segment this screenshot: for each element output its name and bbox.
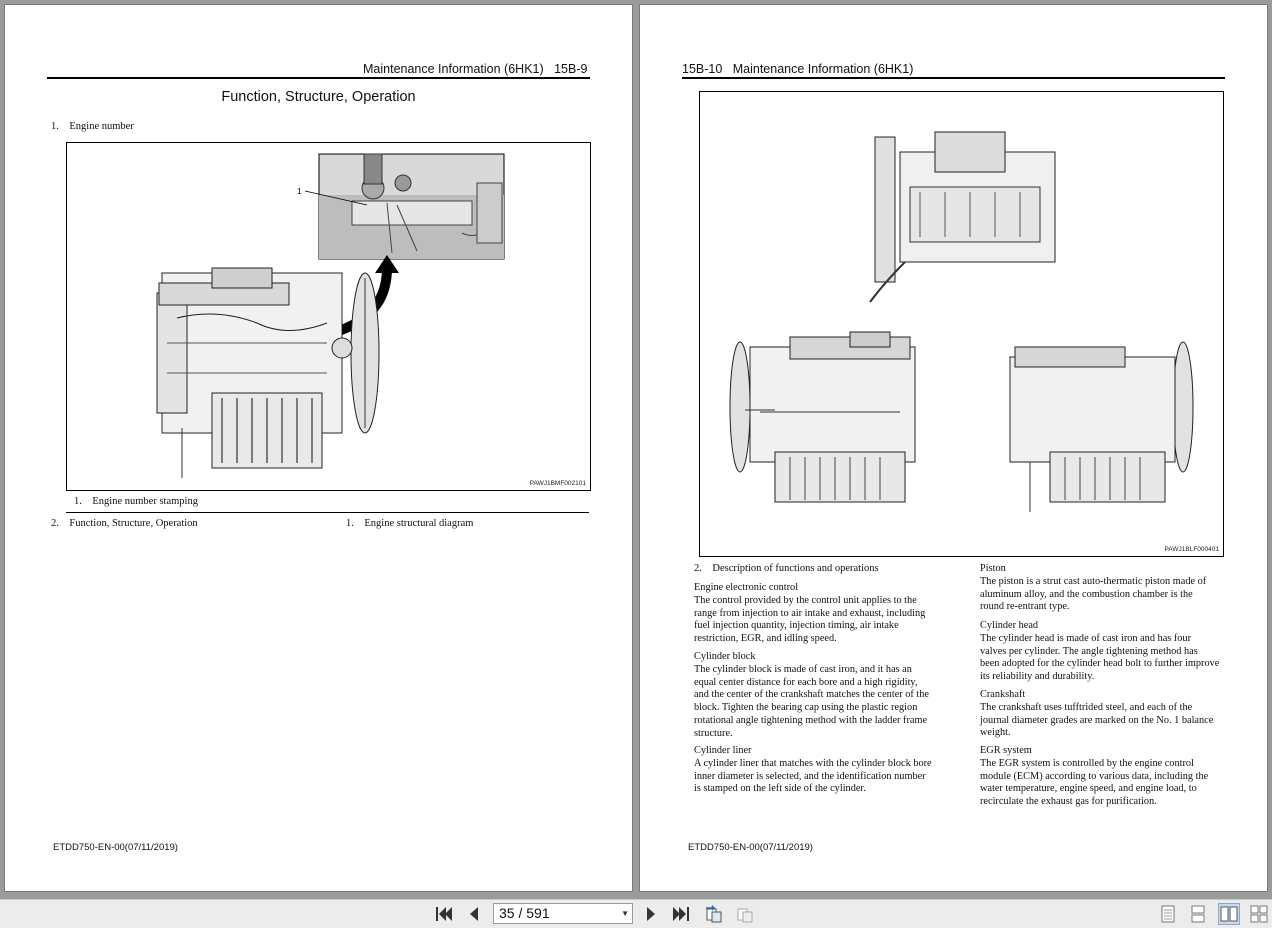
engine-right-view (1009, 341, 1194, 512)
figure-legend: 1. Engine number stamping (74, 496, 198, 507)
header-title: Maintenance Information (6HK1) (732, 62, 914, 76)
forward-view-button[interactable] (734, 903, 756, 925)
list-item-structural-diagram: 1. Engine structural diagram (346, 518, 474, 529)
header-page-number: 15B-9 (554, 62, 588, 76)
right-page: 15B-10 Maintenance Information (6HK1) (640, 5, 1267, 891)
left-page: Maintenance Information (6HK1) 15B-9 Fun… (5, 5, 632, 891)
engine-top-view (869, 131, 1056, 303)
page-header: 15B-10 Maintenance Information (6HK1) (682, 62, 913, 76)
engine-side-illustration: 1 (156, 153, 505, 478)
next-page-icon (647, 907, 655, 921)
engine-number-figure: 1 PAWJ1BMF002101 (66, 142, 591, 491)
desc-piston: Piston The piston is a strut cast auto-t… (980, 563, 1207, 613)
desc-cylinder-block: Cylinder block The cylinder block is mad… (694, 651, 929, 739)
description-heading: 2. Description of functions and operatio… (694, 563, 879, 574)
page-number-value: 35 / 591 (499, 905, 550, 921)
two-page-continuous-view-button[interactable] (1248, 903, 1270, 925)
engine-left-view (729, 331, 916, 503)
single-page-view-button[interactable] (1157, 903, 1179, 925)
viewer-toolbar: 35 / 591 ▼ (0, 899, 1272, 928)
continuous-icon (1191, 905, 1205, 923)
list-item-engine-number: 1. Engine number (51, 121, 134, 132)
last-page-icon (673, 907, 689, 921)
figure-code: PAWJ1BMF002101 (529, 480, 586, 487)
two-page-icon (1220, 906, 1238, 922)
legend-rule (66, 512, 589, 513)
header-title: Maintenance Information (6HK1) (363, 62, 544, 76)
page-footer: ETDD750-EN-00(07/11/2019) (53, 842, 178, 853)
first-page-button[interactable] (433, 903, 455, 925)
forward-view-icon (737, 908, 753, 923)
single-page-icon (1161, 905, 1175, 923)
page-number-field[interactable]: 35 / 591 ▼ (493, 903, 633, 924)
prev-page-icon (470, 907, 478, 921)
desc-cylinder-liner: Cylinder liner A cylinder liner that mat… (694, 745, 932, 795)
page-footer: ETDD750-EN-00(07/11/2019) (688, 842, 813, 853)
two-page-continuous-icon (1250, 905, 1268, 923)
desc-crankshaft: Crankshaft The crankshaft uses tufftride… (980, 689, 1214, 739)
desc-cylinder-head: Cylinder head The cylinder head is made … (980, 620, 1220, 683)
header-page-number: 15B-10 (682, 62, 723, 76)
back-view-icon (706, 905, 722, 923)
engine-three-view-illustration (729, 131, 1194, 512)
first-page-icon (436, 907, 452, 921)
back-view-button[interactable] (703, 903, 725, 925)
two-page-view-button[interactable] (1218, 903, 1240, 925)
next-page-button[interactable] (640, 903, 662, 925)
section-title: Function, Structure, Operation (221, 89, 416, 105)
header-rule (682, 77, 1225, 79)
continuous-view-button[interactable] (1187, 903, 1209, 925)
desc-engine-electronic-control: Engine electronic control The control pr… (694, 582, 926, 645)
page-header: Maintenance Information (6HK1) 15B-9 (363, 62, 587, 76)
last-page-button[interactable] (670, 903, 692, 925)
list-item-function: 2. Function, Structure, Operation (51, 518, 198, 529)
figure-callout-number: 1 (297, 187, 302, 196)
prev-page-button[interactable] (463, 903, 485, 925)
engine-structural-figure: PAWJ1BLF000401 (699, 91, 1224, 557)
chevron-down-icon[interactable]: ▼ (621, 909, 629, 918)
figure-code: PAWJ1BLF000401 (1164, 546, 1219, 553)
desc-egr-system: EGR system The EGR system is controlled … (980, 745, 1209, 808)
header-rule (47, 77, 590, 79)
